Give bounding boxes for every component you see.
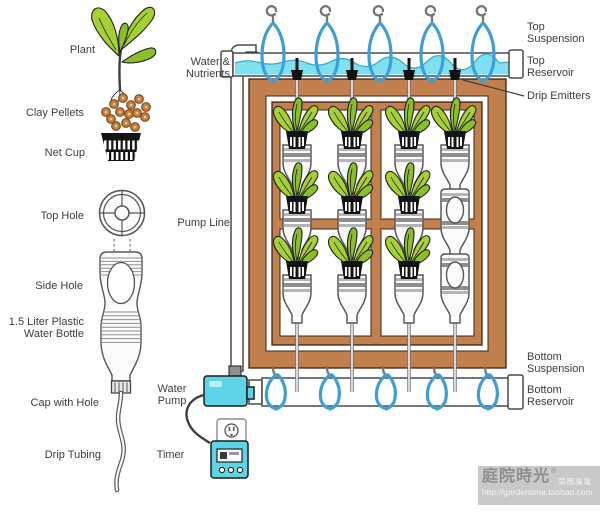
clay-pellets-icon [101,93,151,132]
watermark: 庭院時光 ® 菜園論壇 http://gardentime.taobao.com [478,466,600,505]
water-pump [203,365,255,407]
label-water-bottle: 1.5 Liter Plastic Water Bottle [8,316,84,341]
label-pump-line: Pump Line [177,217,230,229]
registered-mark: ® [551,468,557,475]
side-hole-cutout [106,261,136,305]
drip-tubing-icon [114,390,126,493]
water-bottle-icon [99,251,143,382]
label-net-cup: Net Cup [44,147,85,159]
label-clay-pellets: Clay Pellets [25,107,84,119]
label-drip-tubing: Drip Tubing [44,449,101,461]
label-top-suspension: Top Suspension [527,21,585,46]
bottom-reservoir [248,374,524,410]
bottle-mid-ribs [100,311,142,343]
label-plant: Plant [69,44,95,56]
drip-emitters-leader-line [462,79,525,97]
label-side-hole: Side Hole [35,280,83,292]
label-top-reservoir: Top Reservoir [527,55,575,80]
power-cord [185,393,211,445]
label-bottom-reservoir: Bottom Reservoir [527,384,575,409]
label-drip-emitters: Drip Emitters [527,90,591,102]
label-cap-with-hole: Cap with Hole [30,397,99,409]
label-water-pump: Water Pump [157,383,187,408]
watermark-brand: 庭院時光 [482,468,551,485]
bottom-reservoir-pipe [261,377,511,407]
label-timer: Timer [156,449,185,461]
net-cup-icon [101,133,141,161]
label-top-hole: Top Hole [40,210,84,222]
watermark-subtitle: 菜園論壇 [558,477,593,486]
watermark-url: http://gardentime.taobao.com [482,487,593,497]
top-hole-icon [98,189,146,251]
timer-device [210,440,249,479]
bottom-reservoir-right-cap [507,374,524,410]
top-reservoir-right-cap [508,49,524,79]
label-bottom-suspension: Bottom Suspension [527,351,585,376]
label-water-nutrients: Water & Nutrients [185,56,230,81]
plant-icon [91,6,157,103]
